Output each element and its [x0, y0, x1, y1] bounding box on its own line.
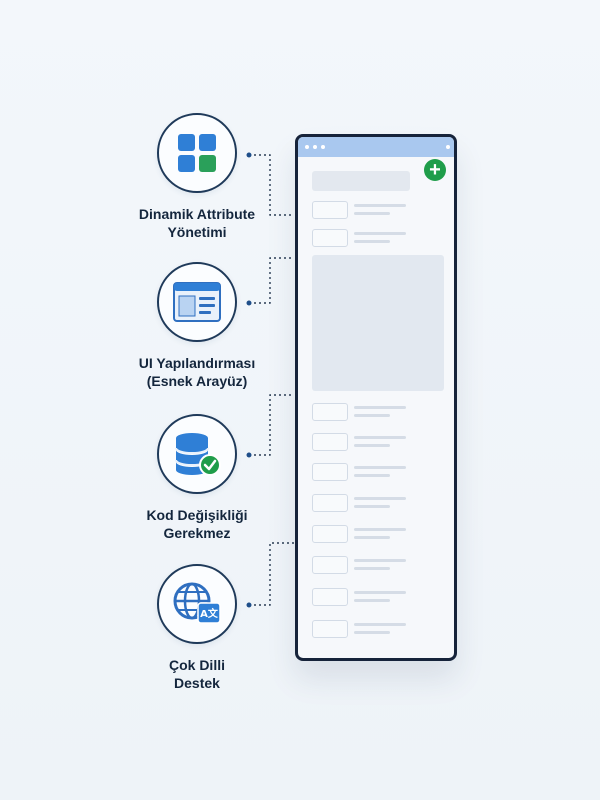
window-dot [321, 145, 325, 149]
window-dot [313, 145, 317, 149]
feature-no-code-change: Kod Değişikliği Gerekmez [122, 414, 272, 542]
grid-icon [178, 134, 216, 172]
list-item[interactable] [312, 433, 442, 451]
connector-dot-4 [246, 602, 252, 608]
list-item-thumbnail [312, 620, 348, 638]
list-item-thumbnail [312, 463, 348, 481]
feature-attribute-management: Dinamik Attribute Yönetimi [122, 113, 272, 241]
translate-glyph: A文 [200, 607, 219, 620]
list-item-line [354, 559, 406, 562]
list-item-thumbnail [312, 229, 348, 247]
list-item-line [354, 232, 406, 235]
connector-2 [249, 257, 294, 304]
list-item[interactable] [312, 494, 442, 512]
feature-multilingual-support: A文 Çok Dilli Destek [122, 564, 272, 692]
feature-circle [157, 414, 237, 494]
connector-dot-2 [246, 300, 252, 306]
feature-label: Çok Dilli Destek [168, 657, 225, 691]
globe-translate-icon: A文 [173, 582, 221, 624]
list-item-thumbnail [312, 403, 348, 421]
list-item-thumbnail [312, 525, 348, 543]
connector-1 [249, 154, 294, 216]
list-item-line [354, 536, 390, 539]
phone-mockup: + [295, 134, 457, 661]
list-item[interactable] [312, 620, 442, 638]
feature-label: Dinamik Attribute Yönetimi [138, 206, 256, 240]
list-item-line [354, 497, 406, 500]
content-block-placeholder [312, 255, 444, 391]
search-bar-placeholder[interactable] [312, 171, 410, 191]
connector-dot-3 [246, 452, 252, 458]
feature-circle [157, 113, 237, 193]
connector-3 [249, 394, 294, 456]
browser-window-icon [173, 282, 221, 322]
list-item-line [354, 212, 390, 215]
list-item-line [354, 631, 390, 634]
feature-ui-configuration: UI Yapılandırması (Esnek Arayüz) [122, 262, 272, 390]
add-button[interactable]: + [424, 159, 446, 181]
window-dot [305, 145, 309, 149]
list-item-line [354, 474, 390, 477]
list-item-line [354, 505, 390, 508]
list-item-thumbnail [312, 433, 348, 451]
feature-circle: A文 [157, 564, 237, 644]
list-item-thumbnail [312, 494, 348, 512]
list-item-thumbnail [312, 201, 348, 219]
list-item-line [354, 591, 406, 594]
list-item[interactable] [312, 463, 442, 481]
list-item[interactable] [312, 229, 442, 247]
list-item-line [354, 444, 390, 447]
list-item-line [354, 528, 406, 531]
list-item-line [354, 204, 406, 207]
list-item[interactable] [312, 588, 442, 606]
list-item-line [354, 599, 390, 602]
list-item[interactable] [312, 556, 442, 574]
feature-label: UI Yapılandırması (Esnek Arayüz) [138, 355, 256, 389]
list-item-line [354, 623, 406, 626]
list-item-line [354, 466, 406, 469]
list-item-line [354, 414, 390, 417]
phone-topbar [298, 137, 454, 157]
list-item[interactable] [312, 201, 442, 219]
list-item[interactable] [312, 525, 442, 543]
list-item-thumbnail [312, 556, 348, 574]
list-item-thumbnail [312, 588, 348, 606]
list-item-line [354, 567, 390, 570]
list-item-line [354, 406, 406, 409]
window-dot [446, 145, 450, 149]
feature-circle [157, 262, 237, 342]
database-check-icon [175, 433, 221, 476]
connector-dot-1 [246, 152, 252, 158]
list-item-line [354, 240, 390, 243]
feature-label: Kod Değişikliği Gerekmez [146, 507, 248, 541]
list-item[interactable] [312, 403, 442, 421]
list-item-line [354, 436, 406, 439]
connector-4 [249, 542, 294, 606]
